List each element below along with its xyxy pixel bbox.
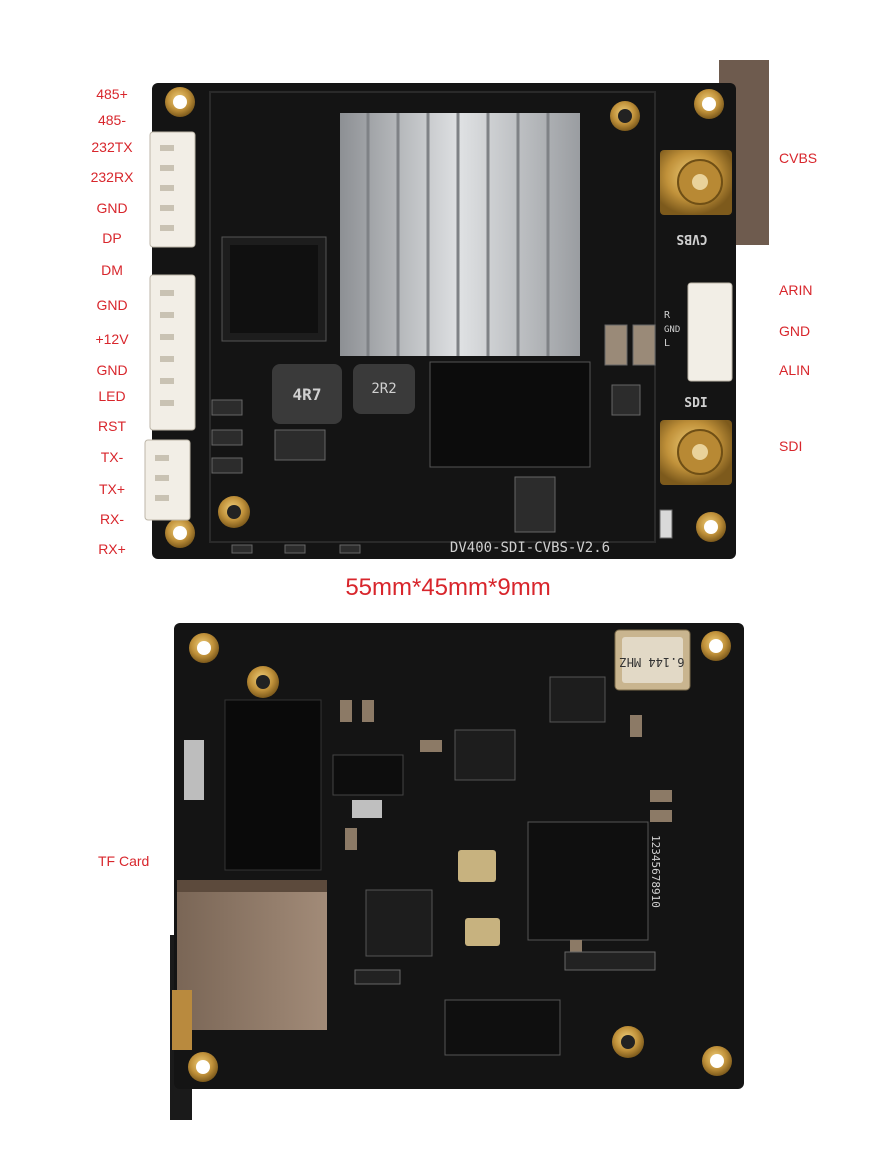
pin-label-485p: 485+ [96, 86, 128, 102]
pin-label-rst: RST [98, 418, 126, 434]
arin-label: ARIN [779, 282, 813, 298]
silkscreen-pads [184, 740, 204, 800]
flash-chip [444, 999, 561, 1056]
bottom-board: 6.144 MHZ 12345678910 [170, 623, 744, 1120]
sdi-label: SDI [779, 438, 803, 454]
pin-label-dp: DP [102, 230, 122, 246]
inductor-4r7-text: 4R7 [293, 385, 322, 404]
pin-label-rxp: RX+ [98, 541, 126, 557]
left-connectors [144, 131, 196, 521]
pin-label-txn: TX- [100, 449, 124, 465]
tf-card-label: TF Card [98, 853, 150, 869]
cvbs-connector [660, 150, 732, 215]
pin-label-rxn: RX- [99, 511, 125, 527]
pin-label-12v: +12V [95, 331, 129, 347]
small-crystal [465, 918, 500, 946]
tf-card-slot [177, 880, 327, 1030]
pin-label-gnd-1: GND [96, 200, 128, 216]
gnd-audio-label: GND [779, 323, 811, 339]
audio-connector [687, 282, 733, 382]
crystal-text: 6.144 MHZ [619, 655, 684, 669]
sdi-connector [660, 420, 732, 485]
ic-small-1 [549, 676, 606, 723]
bottom-passives [340, 700, 672, 960]
pin-label-232rx: 232RX [90, 169, 134, 185]
top-board: 4R7 2R2 CVBS SDI R GND L [144, 60, 769, 559]
pin-label-232tx: 232TX [91, 139, 133, 155]
board-dimensions: 55mm*45mm*9mm [345, 574, 551, 601]
audio-r-silkscreen: R [664, 310, 671, 321]
inductor-2r2 [353, 364, 415, 414]
pin-label-485n: 485- [97, 112, 127, 128]
pin-label-gnd-2: GND [96, 297, 128, 313]
inductor-2r2-text: 2R2 [371, 381, 396, 397]
pin-label-gnd-3: GND [96, 362, 128, 378]
audio-l-silkscreen: L [664, 338, 670, 349]
memory-chip [429, 361, 591, 468]
pad-row [564, 951, 656, 971]
sdi-silkscreen: SDI [684, 396, 707, 411]
ic-small-2 [454, 729, 516, 781]
passive-components [211, 324, 673, 554]
alin-label: ALIN [779, 362, 811, 378]
regulator [332, 754, 404, 796]
cvbs-silkscreen: CVBS [676, 231, 707, 246]
audio-gnd-silkscreen: GND [664, 325, 680, 335]
inductor-4r7 [272, 364, 342, 424]
model-silkscreen: DV400-SDI-CVBS-V2.6 [450, 540, 610, 556]
ic-qfn [365, 889, 433, 957]
mounting-hole-icon [188, 631, 732, 1082]
mounting-hole-icon [165, 87, 726, 548]
pin-label-led: LED [98, 388, 126, 404]
pin-label-txp: TX+ [98, 481, 126, 497]
cvbs-label: CVBS [779, 150, 818, 166]
dip-numbers: 12345678910 [649, 835, 662, 908]
tf-socket-body [224, 699, 322, 871]
main-soc [527, 821, 649, 941]
pin-label-dm: DM [101, 262, 123, 278]
heatsink [340, 113, 580, 356]
